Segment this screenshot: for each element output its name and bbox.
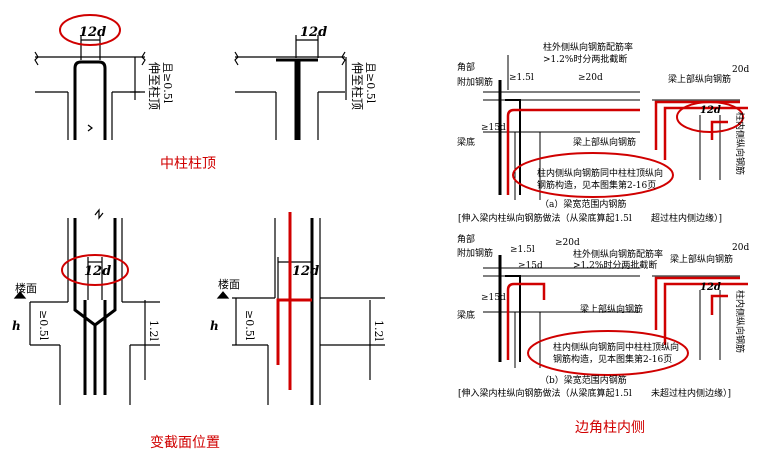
label-corner-a: 角部 xyxy=(457,61,475,73)
dim-ge15-a: ≥15d xyxy=(481,123,506,133)
label-inner-bar-b: 柱内侧纵向钢筋 xyxy=(734,290,746,353)
dim-hb-b: h xyxy=(210,319,219,333)
note-a1: 柱内侧纵向钢筋同中柱柱顶纵向 xyxy=(537,167,663,179)
label-beam-bottom-a: 梁底 xyxy=(457,136,475,148)
fig-b-desc2: 未超过柱内侧边缘）] xyxy=(651,387,731,399)
label-beam-top-b2: 梁上部纵向钢筋 xyxy=(580,303,643,315)
label-beam-bottom-b: 梁底 xyxy=(457,309,475,321)
dim-05-b: ≥0.5l xyxy=(243,310,256,341)
dim-20d-b: 20d xyxy=(732,243,749,253)
dim-12-b: 1.2l xyxy=(372,320,385,341)
label-outer-bar-a1: 柱外侧纵向钢筋配筋率 xyxy=(543,41,633,53)
highlight-ellipse-right-a xyxy=(676,101,744,133)
dim-12d-e: 12d xyxy=(700,105,721,116)
highlight-ellipse-top xyxy=(59,14,121,46)
fig-b-title: （b）梁宽范围内钢筋 xyxy=(540,374,627,386)
fig-a-title: （a）梁宽范围内钢筋 xyxy=(540,198,626,210)
fig-a-desc2: 超过柱内侧边缘）] xyxy=(651,212,722,224)
label-extend-top-b: 伸至柱顶 xyxy=(350,62,365,110)
caption-middle-column-top: 中柱柱顶 xyxy=(160,156,216,172)
red-bar-right-a4 xyxy=(710,120,728,140)
label-outer-bar-b1: 柱外侧纵向钢筋配筋率 xyxy=(573,248,663,260)
dim-ge15-b: ≥15d xyxy=(481,293,506,303)
red-bar-right-a3 xyxy=(663,106,748,160)
label-add-bar-a: 附加钢筋 xyxy=(457,76,493,88)
highlight-ellipse-note-a xyxy=(512,152,674,198)
dim-15d-b: ≥15d xyxy=(518,261,543,271)
label-beam-top-a: 梁上部纵向钢筋 xyxy=(668,73,731,85)
note-a2: 钢筋构造，见本图集第2-16页 xyxy=(537,179,656,191)
label-and-05-b: 且≥0.5l xyxy=(364,62,377,104)
dim-hb-a: h xyxy=(12,319,21,333)
dim-15-b: ≥1.5l xyxy=(510,245,535,255)
red-bar-right-b3 xyxy=(663,282,748,345)
corner-column-diagram-a xyxy=(483,55,740,200)
dim-12-a: 1.2l xyxy=(147,320,160,341)
dim-12d-d: 12d xyxy=(292,264,319,279)
middle-column-top-diagram xyxy=(34,35,146,140)
dim-05-a: ≥0.5l xyxy=(37,310,50,341)
label-floor-a: 楼面 xyxy=(15,281,37,295)
dim-ge20-a: ≥20d xyxy=(578,73,603,83)
caption-corner-column: 边角柱内侧 xyxy=(575,420,645,436)
fig-a-desc: [伸入梁内柱纵向钢筋做法（从梁底算起1.5l xyxy=(458,212,632,224)
label-beam-top-a2: 梁上部纵向钢筋 xyxy=(573,136,636,148)
dim-12d-a: 12d xyxy=(79,25,106,40)
label-corner-b: 角部 xyxy=(457,233,475,245)
dim-12d-f: 12d xyxy=(700,282,721,293)
middle-column-top-diagram-b xyxy=(234,35,347,140)
dim-12d-c: 12d xyxy=(84,264,111,279)
note-b1: 柱内侧纵向钢筋同中柱柱顶纵向 xyxy=(553,341,679,353)
caption-section-change: 变截面位置 xyxy=(150,435,220,451)
label-extend-top-a: 伸至柱顶 xyxy=(147,62,162,110)
label-inner-bar-a: 柱内侧纵向钢筋 xyxy=(734,112,746,175)
label-floor-b: 楼面 xyxy=(218,277,240,291)
label-and-05-a: 且≥0.5l xyxy=(161,62,174,104)
note-b2: 钢筋构造，见本图集第2-16页 xyxy=(553,353,672,365)
fig-b-desc: [伸入梁内柱纵向钢筋做法（从梁底算起1.5l xyxy=(458,387,632,399)
dim-12d-b: 12d xyxy=(300,25,327,40)
red-bar-right-b1 xyxy=(506,282,546,360)
red-bar-right-b2 xyxy=(654,276,740,330)
corner-column-diagram-b xyxy=(483,255,740,368)
dim-ge20-b: ≥20d xyxy=(555,238,580,248)
label-beam-top-b: 梁上部纵向钢筋 xyxy=(670,253,733,265)
label-outer-bar-b2: >1.2%时分两批截断 xyxy=(573,259,657,271)
red-bar-right-b4 xyxy=(710,294,728,315)
dim-15-a: ≥1.5l xyxy=(509,73,534,83)
section-change-diagram-b xyxy=(216,218,385,405)
section-change-diagram-a xyxy=(13,208,160,405)
red-bar-right-a1 xyxy=(506,108,640,195)
dim-20d-a: 20d xyxy=(732,65,749,75)
label-outer-bar-a2: >1.2%时分两批截断 xyxy=(543,53,627,65)
highlight-ellipse-section xyxy=(61,254,129,286)
label-add-bar-b: 附加钢筋 xyxy=(457,247,493,259)
highlight-ellipse-note-b xyxy=(527,330,689,376)
red-bar-b xyxy=(276,298,280,365)
